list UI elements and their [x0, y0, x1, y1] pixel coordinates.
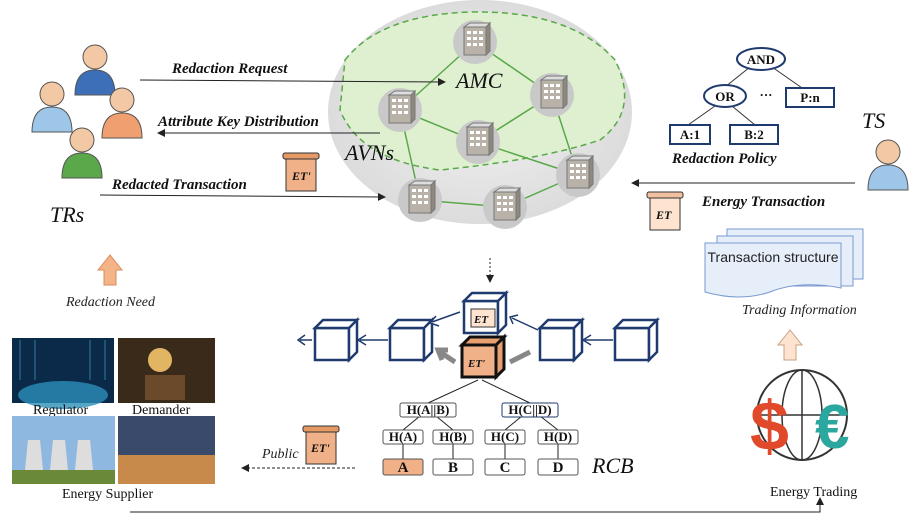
- avn-building-icon: [482, 184, 528, 230]
- regulator-label: Regulator: [33, 403, 89, 418]
- avn-building-icon: [377, 87, 423, 133]
- leaf-c-label: C: [500, 460, 511, 476]
- trading-up-arrow: [776, 329, 804, 361]
- euro-icon: €: [815, 393, 849, 462]
- merkle-nodes: [382, 402, 579, 476]
- redacted-transaction-arrow: [99, 192, 386, 201]
- redacted-transaction-label: Redacted Transaction: [111, 177, 247, 193]
- transaction-structure-doc: [704, 228, 864, 298]
- rcb-label: RCB: [591, 453, 634, 478]
- et-inner-label: ET: [473, 314, 489, 326]
- hash-cd-label: H(C||D): [508, 402, 551, 417]
- energy-trading-label: Energy Trading: [770, 485, 857, 500]
- redaction-need-up-arrow: [96, 254, 124, 286]
- leaf-a-label: A: [398, 460, 409, 476]
- feedback-arrow: [130, 497, 824, 513]
- energy-transaction-label: Energy Transaction: [701, 194, 825, 210]
- svg-text:ET: ET: [655, 208, 672, 222]
- hash-a-label: H(A): [389, 429, 417, 444]
- et-inner-icon: [470, 308, 496, 328]
- a1-label: A:1: [680, 127, 700, 142]
- trs-label: TRs: [50, 202, 84, 227]
- energy-supplier-photo: [12, 416, 215, 484]
- block-cube: [388, 318, 434, 362]
- hash-c-label: H(C): [491, 429, 519, 444]
- chain-arrows: [296, 311, 613, 346]
- b2-node: [729, 124, 779, 145]
- pn-node: [785, 87, 835, 108]
- public-label: Public: [261, 447, 299, 462]
- redaction-need-label: Redaction Need: [65, 295, 156, 310]
- hash-d-label: H(D): [544, 429, 572, 444]
- amc-building-icon: [452, 19, 498, 65]
- leaf-d-label: D: [553, 460, 564, 476]
- avn-region: [339, 11, 626, 171]
- block-cube: [313, 318, 359, 362]
- ts-user-icon: [867, 139, 909, 191]
- tr-users-icon: [31, 44, 143, 179]
- ts-label: TS: [862, 108, 885, 133]
- demander-photo: [118, 338, 215, 403]
- and-node: [736, 47, 786, 71]
- svg-text:ET': ET': [467, 358, 485, 370]
- b2-label: B:2: [744, 127, 764, 142]
- redaction-policy-label: Redaction Policy: [671, 151, 777, 167]
- redaction-request-arrow: [139, 77, 446, 86]
- pn-label: P:n: [800, 90, 820, 105]
- building-icon: [529, 72, 575, 118]
- leaf-b-label: B: [448, 460, 458, 476]
- attribute-key-label: Attribute Key Distribution: [157, 114, 319, 130]
- gray-arrow: [508, 349, 532, 365]
- hash-ab-node: [399, 402, 457, 418]
- avn-label: AVNs: [343, 140, 394, 165]
- trading-information-label: Trading Information: [742, 303, 857, 318]
- block-cube: [538, 318, 584, 362]
- energy-supplier-label: Energy Supplier: [62, 487, 153, 502]
- gray-arrow: [434, 347, 457, 365]
- redaction-request-label: Redaction Request: [171, 61, 288, 77]
- globe-currency-icon: $ €: [750, 369, 849, 465]
- or-label: OR: [715, 89, 735, 104]
- merkle-links: [402, 379, 559, 459]
- amc-label: AMC: [454, 68, 503, 93]
- hash-ab-label: H(A||B): [407, 402, 450, 417]
- regulator-photo: [12, 338, 114, 409]
- hash-b-label: H(B): [439, 429, 466, 444]
- dollar-icon: $: [750, 387, 789, 465]
- et-prime-scroll-icon: ET': [282, 152, 320, 192]
- redacted-block-cube: ET': [458, 333, 508, 381]
- hash-cd-node: [501, 402, 559, 418]
- avn-building-icon: [555, 152, 601, 198]
- demander-label: Demander: [132, 403, 191, 418]
- a1-node: [669, 124, 711, 145]
- et-prime-public-scroll-icon: ET': [302, 425, 340, 465]
- svg-text:ET': ET': [291, 169, 311, 183]
- transaction-structure-label: Transaction structure: [708, 249, 839, 265]
- block-cube: [613, 318, 659, 362]
- ellipsis-label: ···: [759, 87, 772, 102]
- or-node: [703, 84, 747, 108]
- avn-building-icon: [455, 119, 501, 165]
- policy-links: [687, 66, 806, 126]
- avn-building-icon: [397, 177, 443, 223]
- and-label: AND: [747, 52, 775, 67]
- et-scroll-icon: ET: [646, 191, 684, 231]
- svg-text:ET': ET': [310, 441, 330, 455]
